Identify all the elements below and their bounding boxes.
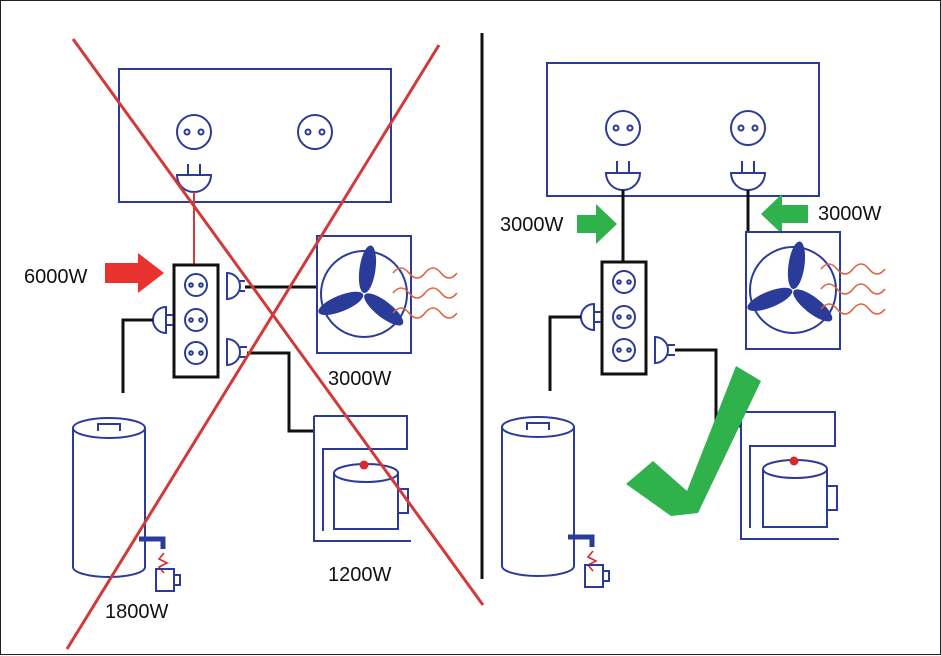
coffee-maker-watt-label: 1200W: [328, 564, 391, 586]
coffee-cord: [247, 351, 314, 433]
heater-fan-icon: [745, 231, 886, 350]
kettle-watt-label: 1800W: [105, 601, 168, 623]
coffee-maker-icon: [313, 415, 411, 542]
total-load-label: 6000W: [24, 266, 87, 288]
plug-icon: [152, 305, 173, 335]
power-strip-icon: [600, 260, 648, 376]
arrow-icon: [105, 253, 164, 293]
kettle-icon: [72, 417, 169, 578]
left-panel: 6000W 3000W: [24, 38, 485, 650]
kettle-icon: [501, 416, 598, 577]
plug-icon: [604, 161, 642, 191]
wall-outlet-icon: [176, 114, 212, 150]
plug-icon: [226, 271, 245, 301]
left-outlet-watt-label: 3000W: [500, 214, 563, 236]
wall-outlet-panel: [118, 68, 392, 203]
plug-icon: [580, 302, 601, 332]
kettle-cord: [548, 315, 581, 391]
wall-outlet-icon: [730, 110, 766, 146]
check-icon: [626, 366, 761, 516]
right-outlet-watt-label: 3000W: [818, 203, 881, 225]
power-strip-icon: [172, 263, 220, 379]
cup-icon: [155, 568, 181, 592]
plug-icon: [175, 164, 213, 193]
wall-outlet-icon: [605, 110, 641, 146]
wall-outlet-icon: [297, 114, 333, 150]
heater-fan-icon: [316, 235, 458, 354]
right-panel: 3000W 3000W: [500, 62, 886, 588]
arrow-icon: [577, 204, 617, 244]
plug-icon: [654, 335, 675, 365]
coffee-maker-icon: [740, 411, 839, 540]
arrow-icon: [761, 194, 808, 234]
wall-outlet-panel: [546, 62, 820, 197]
cup-icon: [584, 564, 610, 588]
cross-icon: [65, 38, 485, 650]
kettle-cord: [121, 318, 153, 393]
heater-watt-label: 3000W: [328, 368, 391, 390]
plug-icon: [729, 161, 767, 191]
